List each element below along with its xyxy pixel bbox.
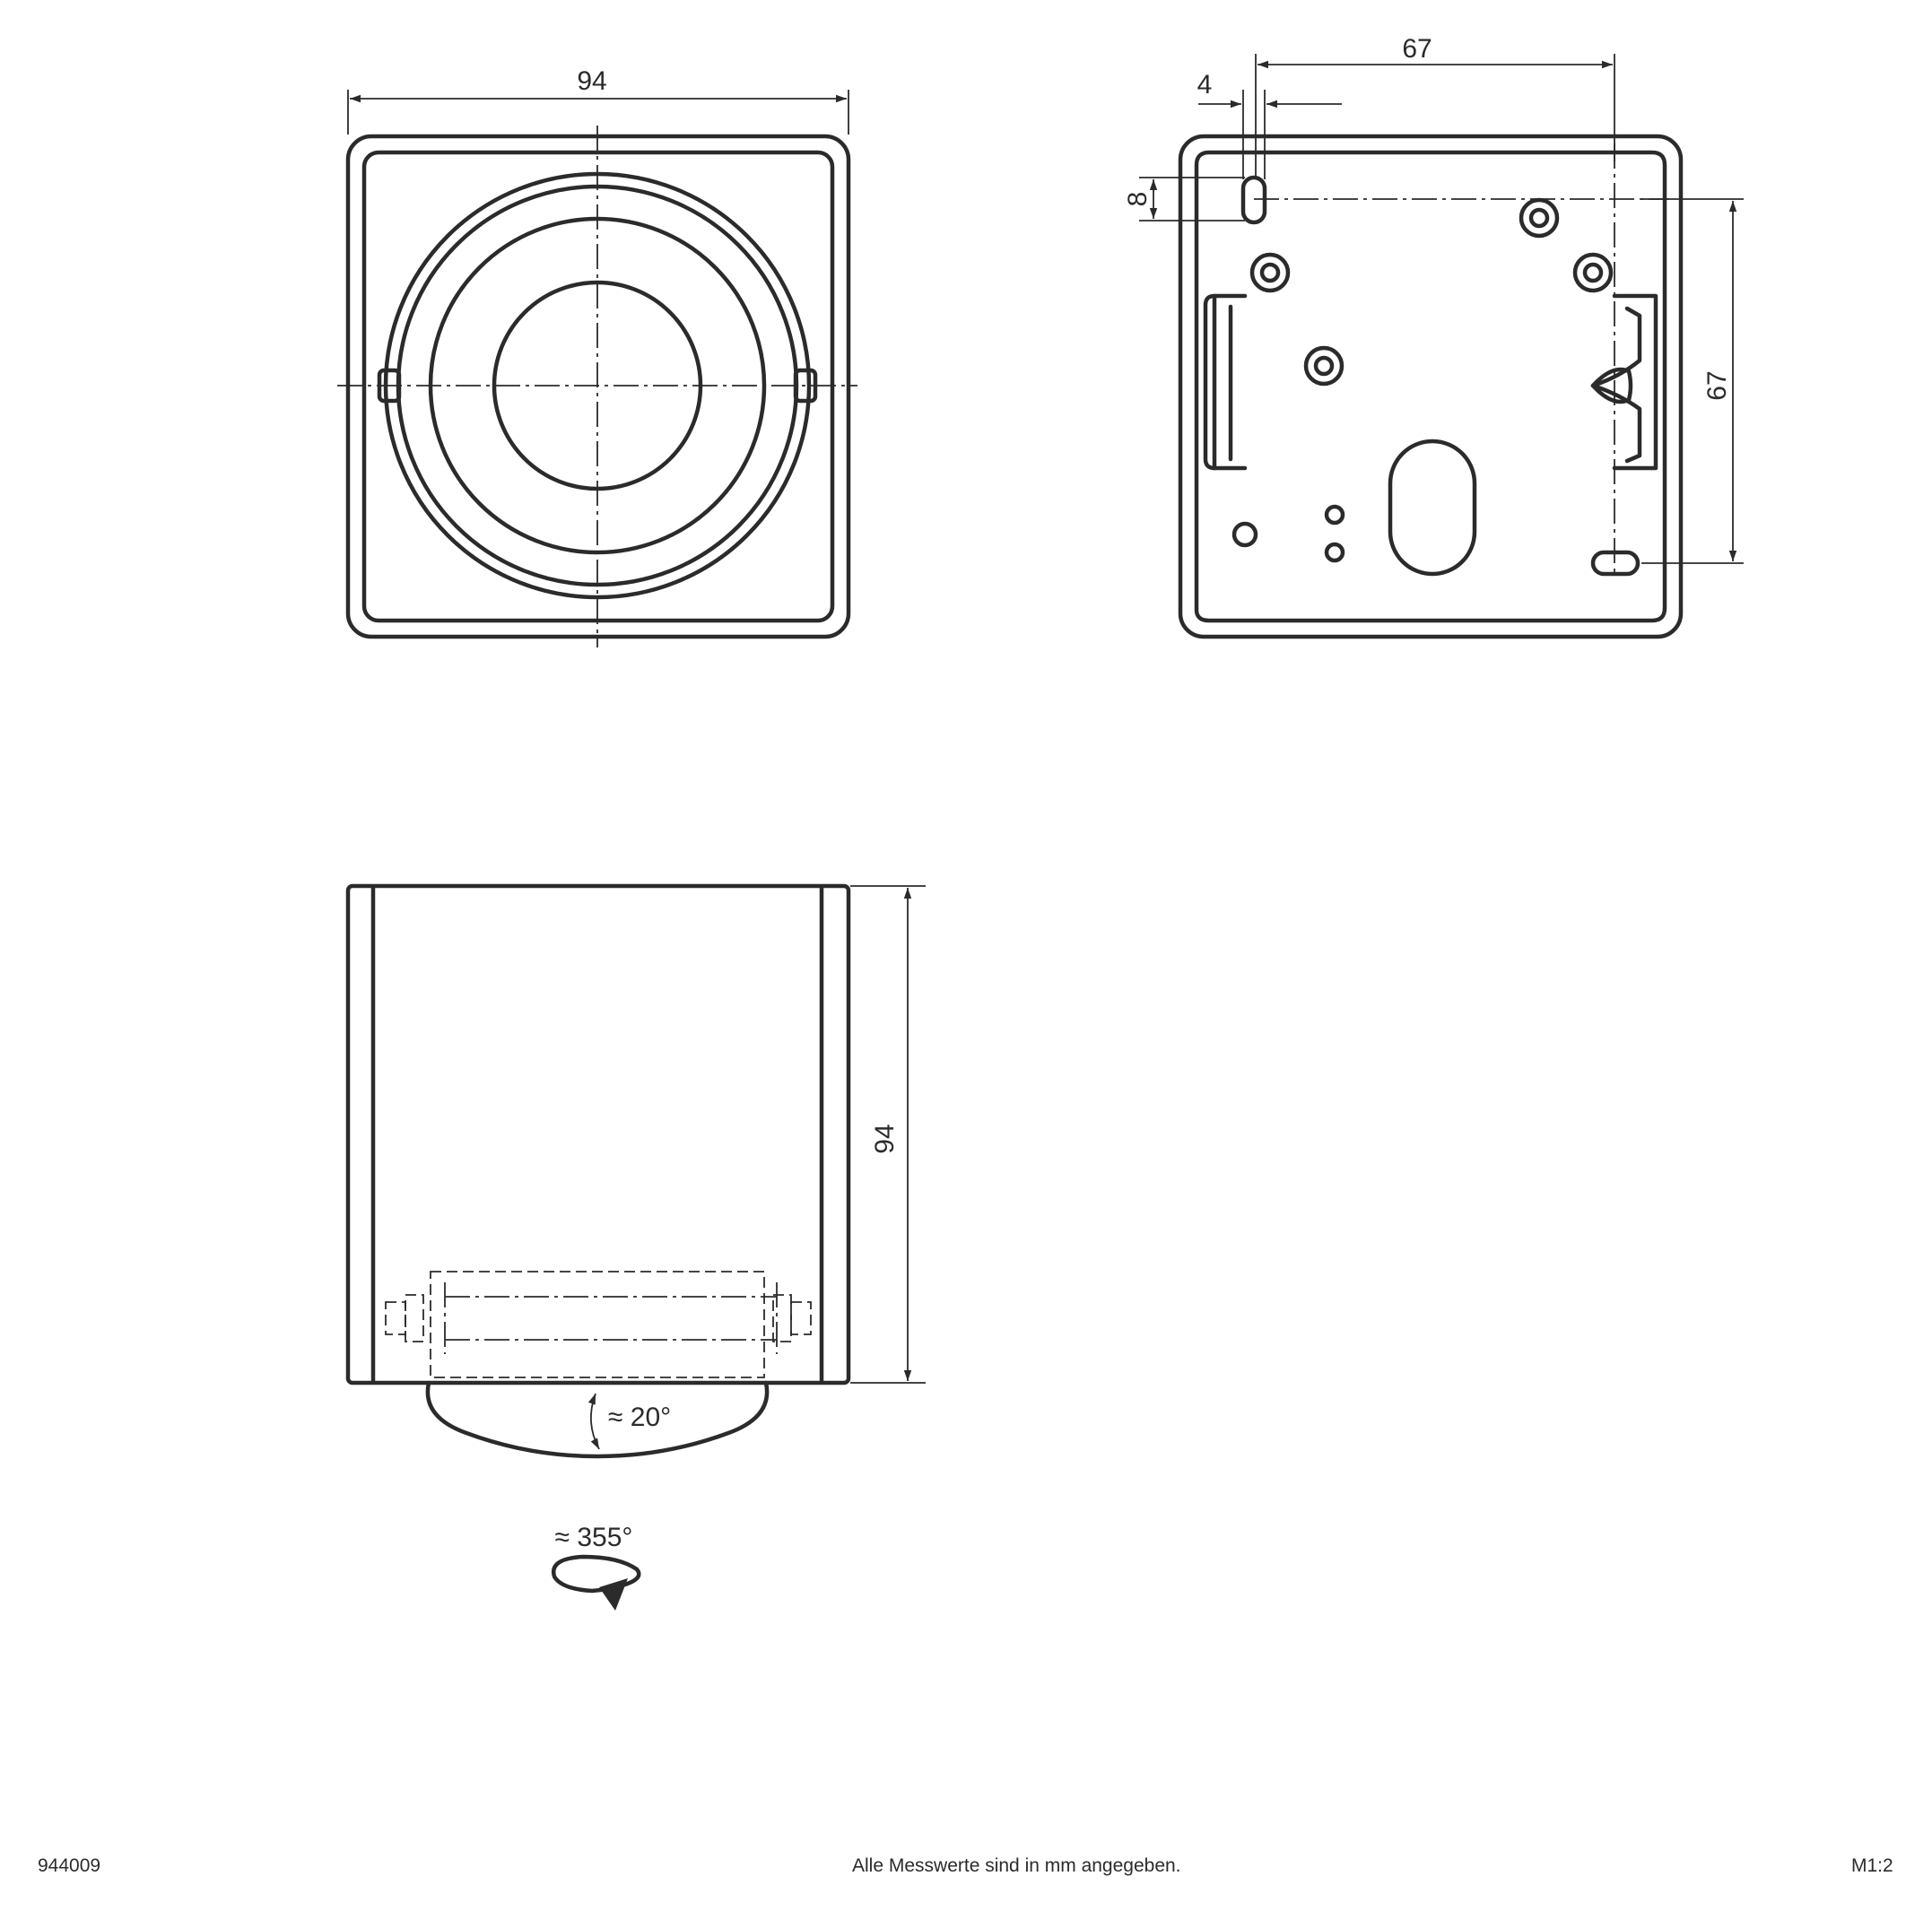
tilt-arrow bbox=[587, 1393, 600, 1450]
screw-hole-1 bbox=[1249, 252, 1291, 293]
front-inner-frame bbox=[361, 150, 835, 623]
hidden-lamp-body bbox=[430, 1271, 765, 1378]
right-clip bbox=[1612, 293, 1658, 471]
mounting-slot-top bbox=[1240, 175, 1267, 225]
rotation-label: ≈ 355° bbox=[555, 1523, 633, 1552]
hidden-pivot-left bbox=[385, 1301, 406, 1335]
side-body bbox=[345, 883, 851, 1385]
screw-hole-4 bbox=[1303, 345, 1345, 387]
tilt-label: ≈ 20° bbox=[608, 1403, 671, 1432]
left-rail bbox=[1203, 293, 1248, 471]
screw-hole-2 bbox=[1519, 197, 1560, 239]
cable-entry-opening bbox=[1388, 439, 1477, 577]
small-hole-3 bbox=[1324, 542, 1345, 563]
back-slot-label: 8 bbox=[1123, 192, 1153, 207]
article-number: 944009 bbox=[38, 1855, 101, 1876]
lamp-head-bottom bbox=[425, 1380, 770, 1459]
screw-hole-3 bbox=[1572, 252, 1614, 293]
back-width-label: 67 bbox=[1402, 34, 1432, 64]
small-hole-1 bbox=[1231, 521, 1258, 548]
measurement-note: Alle Messwerte sind in mm angegeben. bbox=[852, 1855, 1181, 1876]
back-height-label: 67 bbox=[1702, 370, 1732, 400]
side-height-label: 94 bbox=[870, 1124, 900, 1153]
small-hole-2 bbox=[1324, 504, 1345, 526]
front-width-label: 94 bbox=[577, 66, 606, 96]
rotation-arrow-icon bbox=[551, 1554, 641, 1594]
scale-label: M1:2 bbox=[1851, 1855, 1893, 1876]
hidden-pivot-right bbox=[790, 1301, 812, 1335]
front-view: 94 bbox=[337, 66, 857, 647]
mounting-slot-bottom bbox=[1590, 550, 1640, 577]
back-offset-label: 4 bbox=[1197, 70, 1213, 100]
back-view: 67 4 8 67 bbox=[1123, 34, 1744, 639]
back-inner-frame bbox=[1194, 150, 1667, 623]
side-view: ≈ 20° 94 ≈ 355° bbox=[345, 883, 926, 1611]
front-outer-frame bbox=[345, 134, 851, 639]
back-outer-frame bbox=[1178, 134, 1684, 639]
